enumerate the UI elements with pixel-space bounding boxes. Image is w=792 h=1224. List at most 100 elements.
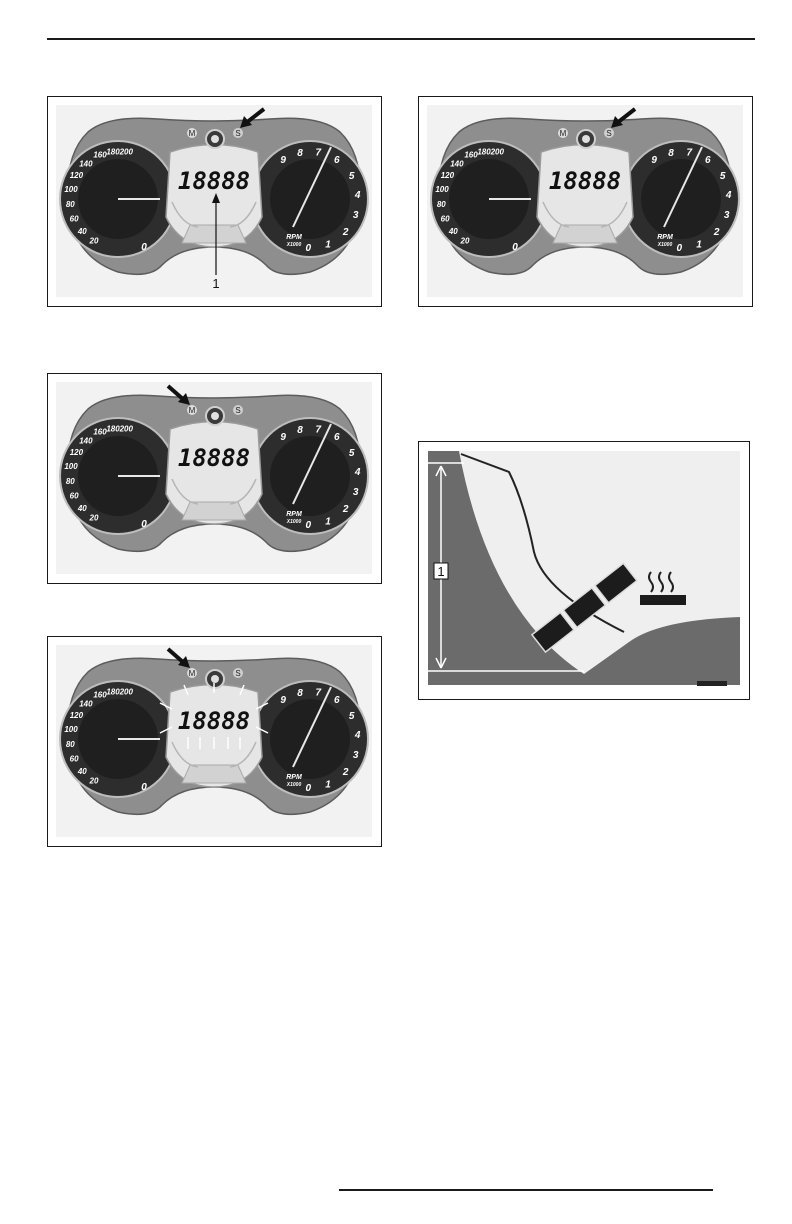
footer-rule (339, 1189, 713, 1191)
rpm-tick-label: 0 (677, 243, 683, 254)
mode-button[interactable] (187, 668, 197, 678)
pointer-arrow-icon (611, 107, 637, 128)
rpm-label: RPM (286, 511, 302, 518)
speed-tick-label: 40 (77, 767, 87, 776)
speed-tick-label: 200 (119, 425, 134, 434)
tachometer-inner (270, 436, 350, 516)
rpm-tick-label: 3 (353, 210, 359, 221)
callout-number: 1 (212, 276, 219, 291)
rpm-tick-label: 0 (306, 243, 312, 254)
mode-button[interactable] (558, 128, 568, 138)
speed-tick-label: 180 (106, 424, 120, 433)
speed-tick-label: 180 (106, 147, 120, 156)
rpm-tick-label: 1 (325, 780, 331, 791)
rpm-tick-label: 9 (280, 432, 286, 443)
speed-tick-label: 120 (70, 711, 84, 720)
rpm-tick-label: 2 (342, 504, 349, 515)
lcd-lower-panel (181, 501, 247, 521)
speed-tick-label: 160 (93, 691, 107, 700)
rpm-tick-label: 6 (334, 432, 340, 443)
speed-tick-label: 100 (64, 725, 78, 734)
set-button[interactable] (233, 128, 243, 138)
speed-tick-label: 180 (106, 687, 120, 696)
rpm-tick-label: 9 (280, 155, 286, 166)
mode-button-label: M (560, 129, 567, 138)
rpm-tick-label: 8 (668, 148, 674, 159)
rpm-tick-label: 6 (705, 155, 711, 166)
set-button-label: S (235, 406, 240, 415)
tachometer-inner (270, 699, 350, 779)
rpm-tick-label: 8 (297, 148, 303, 159)
detail-callout: 1 (437, 564, 444, 579)
rpm-tick-label: 6 (334, 155, 340, 166)
rpm-tick-label: 7 (316, 148, 322, 159)
rpm-tick-label: 5 (349, 711, 355, 722)
rpm-needle (292, 423, 332, 505)
rpm-unit-label: X1000 (286, 519, 302, 525)
mode-button[interactable] (187, 128, 197, 138)
rpm-tick-label: 7 (316, 688, 322, 699)
rpm-label: RPM (286, 774, 302, 781)
set-button[interactable] (233, 668, 243, 678)
rpm-tick-label: 9 (280, 695, 286, 706)
rpm-tick-label: 1 (696, 240, 702, 251)
speed-zero-label: 0 (141, 242, 147, 253)
speed-tick-label: 140 (79, 159, 93, 168)
speed-tick-label: 40 (77, 504, 87, 513)
rpm-tick-label: 1 (325, 240, 331, 251)
mode-button-label: M (189, 669, 196, 678)
rpm-tick-label: 3 (724, 210, 730, 221)
mode-button-label: M (189, 129, 196, 138)
rpm-tick-label: 8 (297, 425, 303, 436)
rpm-tick-label: 7 (687, 148, 693, 159)
lcd-lower-panel (181, 224, 247, 244)
mode-button-label: M (189, 406, 196, 415)
speed-tick-label: 180 (477, 147, 491, 156)
rpm-unit-label: X1000 (657, 242, 673, 248)
tachometer-inner (641, 159, 721, 239)
set-button[interactable] (233, 405, 243, 415)
speed-tick-label: 60 (441, 215, 450, 224)
speed-tick-label: 100 (64, 462, 78, 471)
speed-zero-label: 0 (141, 782, 147, 793)
rpm-tick-label: 4 (725, 190, 732, 201)
speed-zero-label: 0 (141, 519, 147, 530)
rpm-tick-label: 4 (354, 730, 361, 741)
speed-tick-label: 60 (70, 492, 79, 501)
speed-tick-label: 160 (464, 151, 478, 160)
rpm-needle (663, 146, 703, 228)
rpm-tick-label: 9 (651, 155, 657, 166)
speed-tick-label: 60 (70, 755, 79, 764)
speed-tick-label: 80 (66, 477, 75, 486)
set-button-label: S (606, 129, 611, 138)
speed-tick-label: 20 (89, 777, 99, 786)
speed-tick-label: 20 (89, 237, 99, 246)
speed-tick-label: 100 (435, 185, 449, 194)
mode-button[interactable] (187, 405, 197, 415)
figure-detail: 1 (418, 441, 750, 700)
lcd-lower-panel (552, 224, 618, 244)
speed-tick-label: 200 (119, 148, 134, 157)
lcd-digits: 18888 (178, 444, 250, 472)
set-button[interactable] (604, 128, 614, 138)
speed-tick-label: 80 (437, 200, 446, 209)
rpm-tick-label: 5 (720, 171, 726, 182)
speed-tick-label: 120 (441, 171, 455, 180)
rpm-tick-label: 5 (349, 171, 355, 182)
rpm-label: RPM (286, 234, 302, 241)
lcd-digits: 18888 (549, 167, 621, 195)
speed-tick-label: 200 (119, 688, 134, 697)
speed-tick-label: 120 (70, 171, 84, 180)
detail-svg: 1 (428, 451, 740, 686)
speed-tick-label: 160 (93, 151, 107, 160)
rpm-tick-label: 5 (349, 448, 355, 459)
speed-tick-label: 120 (70, 448, 84, 457)
set-button-label: S (235, 129, 240, 138)
rpm-tick-label: 2 (342, 767, 349, 778)
